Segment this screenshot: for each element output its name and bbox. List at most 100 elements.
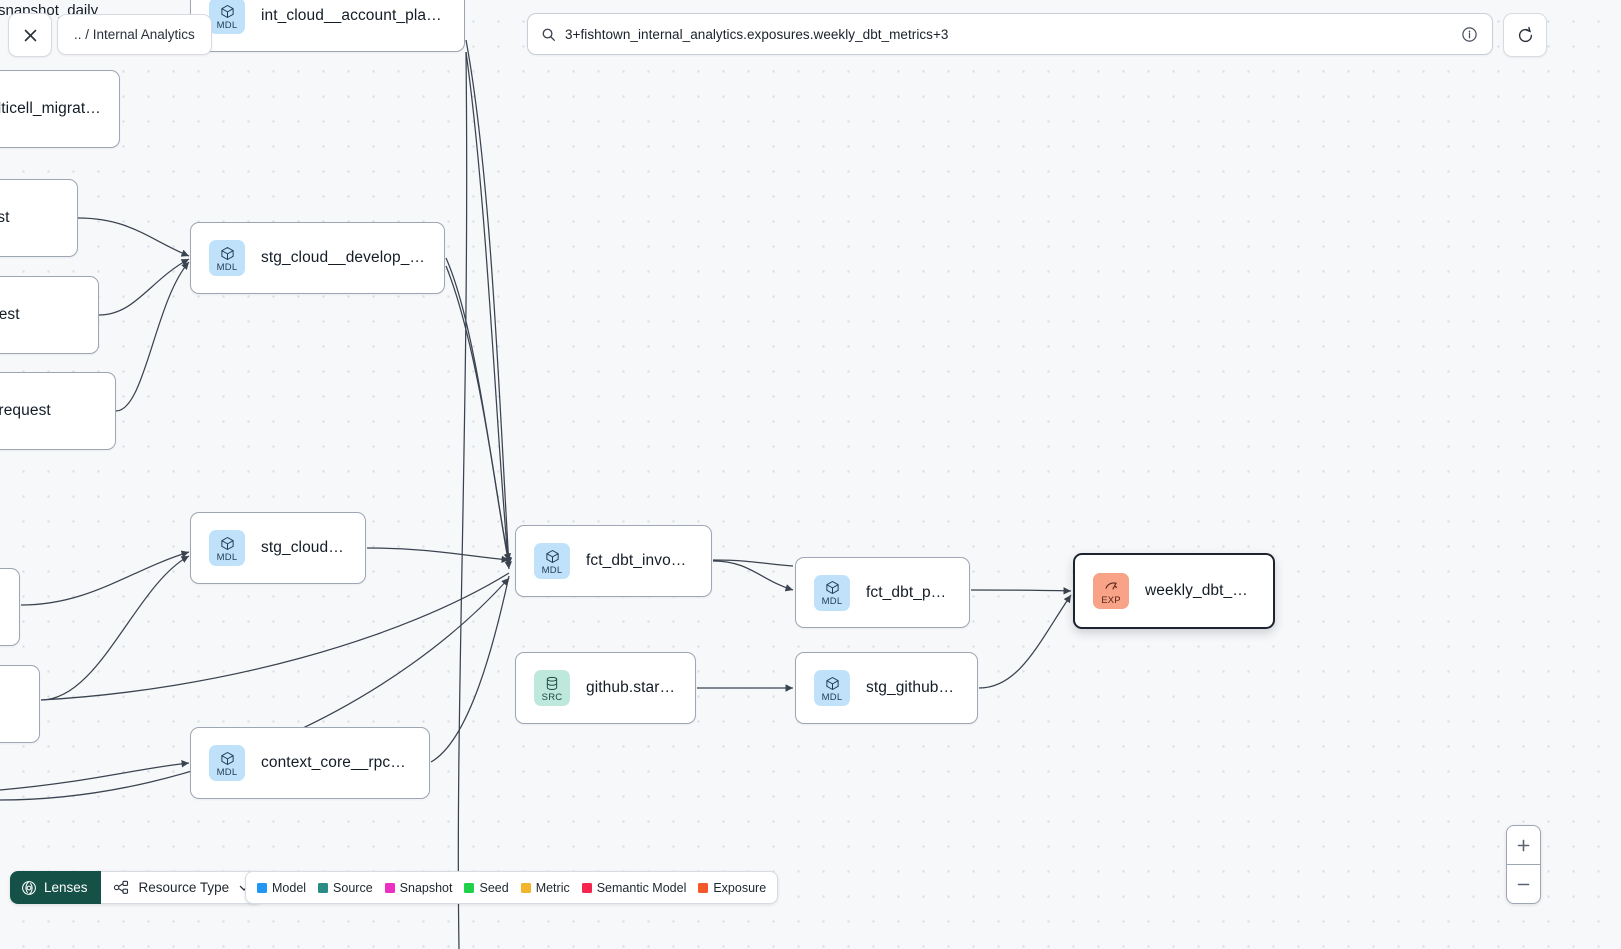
lineage-node[interactable]: SRC github.stargazers	[515, 652, 696, 724]
lenses-label: Lenses	[44, 880, 88, 895]
legend-swatch	[581, 882, 592, 893]
node-type-badge-mdl: MDL	[209, 745, 245, 781]
search-bar[interactable]	[527, 13, 1493, 55]
lineage-node[interactable]: MDLvelop_request	[0, 276, 99, 354]
node-type-text: MDL	[216, 261, 238, 273]
lineage-node-label: fct_dbt_invocations	[586, 552, 693, 569]
breadcrumb[interactable]: .. / Internal Analytics	[57, 14, 212, 55]
lineage-node[interactable]: MDL fct_dbt_projects	[795, 557, 970, 628]
cube-icon	[545, 549, 559, 563]
legend-item[interactable]: Exposure	[698, 881, 766, 895]
node-type-glyph	[220, 751, 235, 766]
cube-icon	[825, 676, 839, 690]
lineage-node-label: velop_request	[0, 306, 20, 323]
node-type-badge-mdl: MDL	[209, 240, 245, 276]
legend-label: Source	[333, 880, 373, 895]
lineage-node[interactable]: MDL fct_dbt_invocations	[515, 525, 712, 597]
lineage-node-label: fct_dbt_projects	[866, 583, 951, 601]
search-input[interactable]	[556, 26, 1461, 42]
lineage-node[interactable]: MDLop_request	[0, 179, 78, 257]
lineage-node-label: stg_cloud__runs	[261, 539, 347, 556]
cube-icon	[220, 246, 234, 260]
lineage-node-label: _develop_request	[0, 402, 51, 419]
node-type-glyph	[220, 536, 235, 551]
node-type-badge-mdl: MDL	[814, 574, 850, 611]
node-type-badge-mdl: MDL	[209, 0, 245, 34]
legend-item[interactable]: Model	[257, 881, 306, 895]
breadcrumb-label: .. / Internal Analytics	[74, 27, 195, 42]
lineage-node[interactable]: MDL stg_cloud__develop_requests	[190, 222, 445, 294]
lineage-node[interactable]: MDL stg_github__stars	[795, 652, 978, 724]
node-type-text: SRC	[541, 691, 563, 703]
node-type-badge-mdl: MDL	[209, 530, 245, 566]
node-type-glyph	[545, 676, 559, 691]
node-type-badge-src: SRC	[534, 670, 570, 706]
legend-item[interactable]: Snapshot	[384, 881, 452, 895]
minus-icon	[1517, 883, 1530, 885]
cube-icon	[220, 751, 234, 765]
exposure-chart-icon	[1105, 581, 1117, 589]
lens-icon	[22, 880, 36, 895]
lineage-node-label: github.stargazers	[586, 679, 677, 696]
refresh-button[interactable]	[1503, 13, 1547, 57]
info-icon[interactable]	[1461, 26, 1478, 43]
node-type-glyph	[825, 676, 840, 691]
legend-swatch	[384, 882, 395, 893]
cube-icon	[220, 536, 234, 550]
lineage-node[interactable]: MDL context_core__rpc_request	[190, 727, 430, 799]
lineage-node-label: multicell_migrat…	[0, 100, 101, 117]
legend-swatch	[257, 882, 267, 893]
legend-swatch	[698, 882, 709, 893]
legend-swatch	[520, 882, 531, 893]
resource-type-label: Resource Type	[138, 880, 230, 895]
zoom-in-button[interactable]	[1507, 826, 1540, 864]
lens-toolbar: Lenses Resource Type	[10, 871, 264, 904]
close-button[interactable]	[8, 13, 52, 57]
lineage-node-label: op_request	[0, 209, 10, 226]
nodes-icon	[113, 880, 128, 894]
legend-item[interactable]: Source	[318, 881, 373, 895]
cube-icon	[220, 4, 234, 18]
lineage-node[interactable]: MDL stg_cloud__runs	[190, 512, 366, 584]
zoom-out-button[interactable]	[1507, 864, 1540, 903]
node-type-glyph	[220, 246, 235, 261]
node-type-glyph	[1104, 579, 1119, 594]
lineage-node[interactable]: MDLn	[0, 568, 20, 646]
lenses-button[interactable]: Lenses	[10, 871, 101, 904]
resource-type-legend: Model Source Snapshot Seed Metric Semantic Mo…	[245, 871, 779, 904]
node-type-glyph	[220, 4, 235, 19]
zoom-controls	[1506, 825, 1541, 904]
database-icon	[546, 676, 558, 690]
node-type-badge-mdl: MDL	[534, 543, 570, 579]
plus-icon	[1517, 839, 1530, 851]
lineage-node-label: context_core__rpc_request	[261, 754, 411, 771]
node-type-glyph	[545, 549, 560, 564]
legend-label: Model	[272, 880, 307, 895]
search-icon	[542, 28, 555, 41]
resource-type-dropdown[interactable]: Resource Type	[100, 871, 264, 904]
legend-label: Seed	[479, 880, 509, 895]
node-type-badge-mdl: MDL	[814, 670, 850, 706]
legend-item[interactable]: Semantic Model	[581, 880, 687, 895]
legend-swatch	[464, 882, 475, 893]
refresh-icon	[1518, 26, 1532, 42]
legend-label: Metric	[535, 880, 570, 895]
node-type-text: MDL	[821, 596, 843, 607]
close-icon	[24, 29, 36, 41]
lineage-node[interactable]: MDLmulticell_migrat…	[0, 70, 120, 148]
legend-item[interactable]: Metric	[520, 880, 570, 895]
lineage-node-label: stg_github__stars	[866, 679, 959, 696]
lineage-node[interactable]: MDL_run	[0, 665, 40, 743]
lineage-node[interactable]: MDL_develop_request	[0, 372, 116, 450]
cube-icon	[825, 581, 839, 594]
node-type-glyph	[825, 580, 840, 595]
lineage-node-label: stg_cloud__develop_requests	[261, 249, 426, 266]
node-type-text: EXP	[1101, 594, 1121, 606]
legend-label: Semantic Model	[596, 880, 687, 895]
node-type-text: MDL	[216, 766, 238, 778]
legend-item[interactable]: Seed	[464, 880, 509, 895]
